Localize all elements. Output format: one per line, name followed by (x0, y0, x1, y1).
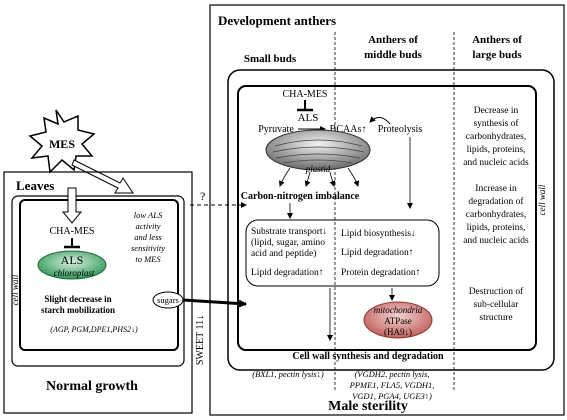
mes-burst: MES (28, 109, 96, 174)
sugars-label: sugars (157, 295, 179, 305)
substrate-2: (lipid, sugar, amino (251, 237, 325, 248)
svg-text:sub-cellular: sub-cellular (474, 300, 520, 310)
starch-title-1: Slight decrease in (44, 294, 111, 304)
cell-wall-mid-genes-2: PPME1, FLA5, VGDH1, (349, 380, 435, 390)
col-large-buds-2: large buds (472, 49, 522, 61)
leaf-als: ALS (61, 253, 84, 267)
leaf-cha-mes: CHA-MES (49, 226, 94, 237)
anthers-panel: Development anthers Male sterility Small… (209, 4, 565, 416)
leaves-panel: Leaves Normal growth cell wall CHA-MES A… (3, 171, 193, 414)
leaf-cell-wall-label: cell wall (10, 274, 20, 305)
starch-title-2: starch mobilization (41, 305, 115, 315)
mito-label-1: mitochondria (374, 305, 423, 315)
leaves-title: Leaves (16, 178, 54, 193)
anther-als: ALS (298, 112, 319, 124)
col-small-buds: Small buds (244, 53, 297, 65)
cell-wall-mid-genes-1: (VGDH2, pectin lysis, (354, 369, 429, 379)
cell-wall-mid-genes-3: VGD1, PGA4, UGE3↑) (352, 391, 432, 401)
plastid-arrow-4 (347, 167, 360, 187)
anther-cell-membrane (237, 85, 537, 351)
leaf-cell (11, 195, 185, 367)
col-middle-buds-1: Anthers of (368, 34, 418, 46)
bcaas-label: BCAAs↑ (330, 124, 367, 135)
anther-cha-mes: CHA-MES (282, 89, 327, 100)
plastid-arrow-3 (329, 171, 336, 187)
chloroplast-label: chloroplast (54, 268, 95, 278)
svg-text:carbonhydrates,: carbonhydrates, (466, 132, 526, 142)
svg-text:structure: structure (479, 313, 512, 323)
svg-text:degradation of: degradation of (468, 196, 524, 207)
anther-cell (227, 69, 555, 371)
large-buds-decrease: Decrease in synthesis of carbonhydrates,… (463, 106, 529, 168)
starch-genes: (AGP, PGM,DPE1,PHS2↓) (50, 325, 138, 334)
leaves-inlet-arrow (61, 187, 83, 224)
sugar-transport-arrow (182, 298, 247, 308)
svg-text:lipids, proteins,: lipids, proteins, (467, 223, 526, 233)
svg-text:synthesis of: synthesis of (473, 118, 519, 129)
col-middle-buds-2: middle buds (364, 49, 422, 61)
mito-label-2: ATPase (384, 316, 412, 326)
plastid-label: plastid (305, 164, 331, 174)
svg-text:Increase in: Increase in (475, 184, 517, 194)
svg-text:activity: activity (135, 221, 160, 231)
mitochondria-shape (363, 301, 433, 339)
starburst-icon (28, 109, 96, 174)
plastid-arrow-1 (278, 167, 291, 187)
anthers-footer: Male sterility (328, 399, 408, 414)
mes-label: MES (49, 137, 75, 151)
large-buds-destruction: Destruction of sub-cellular structure (469, 286, 524, 323)
substrate-1: Substrate transport↓ (251, 227, 327, 237)
svg-text:Destruction of: Destruction of (469, 286, 524, 297)
anthers-title: Development anthers (218, 13, 336, 28)
cn-imbalance: Carbon-nitrogen imbalance (241, 191, 360, 202)
svg-text:lipids, proteins,: lipids, proteins, (467, 145, 526, 155)
svg-text:low ALS: low ALS (134, 210, 163, 220)
leaf-cell-membrane (19, 199, 179, 351)
lipid-deg-left: Lipid degradation↑ (251, 268, 324, 278)
svg-text:and nucleic acids: and nucleic acids (463, 236, 529, 246)
cell-wall-left-genes: (BXL1, pectin lysis↓) (252, 369, 324, 379)
svg-text:and nucleic acids: and nucleic acids (463, 158, 529, 168)
mes-to-leaves-arrow (71, 159, 134, 194)
question-mark: ? (200, 189, 205, 203)
plastid-shape (265, 129, 371, 171)
anther-cell-wall-label: cell wall (537, 184, 547, 215)
plastid-arrow-2 (304, 171, 311, 187)
svg-text:to MES: to MES (135, 254, 161, 264)
metabolism-box (245, 219, 440, 287)
large-buds-increase: Increase in degradation of carbonhydrate… (463, 184, 529, 246)
leaves-footer: Normal growth (46, 379, 138, 394)
svg-text:Decrease in: Decrease in (474, 106, 519, 116)
mito-label-3: (HA9↓) (384, 327, 412, 337)
col-large-buds-1: Anthers of (472, 34, 522, 46)
svg-text:sensitivity: sensitivity (131, 243, 165, 253)
protein-deg: Protein degradation↑ (341, 268, 420, 278)
lipid-deg-mid: Lipid degradation↑ (341, 248, 414, 258)
proteolysis-label: Proteolysis (378, 124, 423, 135)
pyruvate-label: Pyruvate (258, 124, 294, 135)
svg-text:and less: and less (134, 232, 162, 242)
sweet11-label: SWEET 11↓ (195, 315, 206, 365)
substrate-3: acid and peptide) (251, 248, 316, 259)
cell-wall-title: Cell wall synthesis and degradation (292, 351, 444, 362)
proteolysis-to-bcaa-arrow (369, 116, 391, 125)
svg-text:carbonhydrates,: carbonhydrates, (466, 210, 526, 220)
lipid-bio: Lipid biosynthesis↓ (341, 229, 416, 239)
sensitivity-note: low ALS activity and less sensitivity to… (131, 210, 165, 264)
chloroplast-shape (37, 250, 107, 280)
